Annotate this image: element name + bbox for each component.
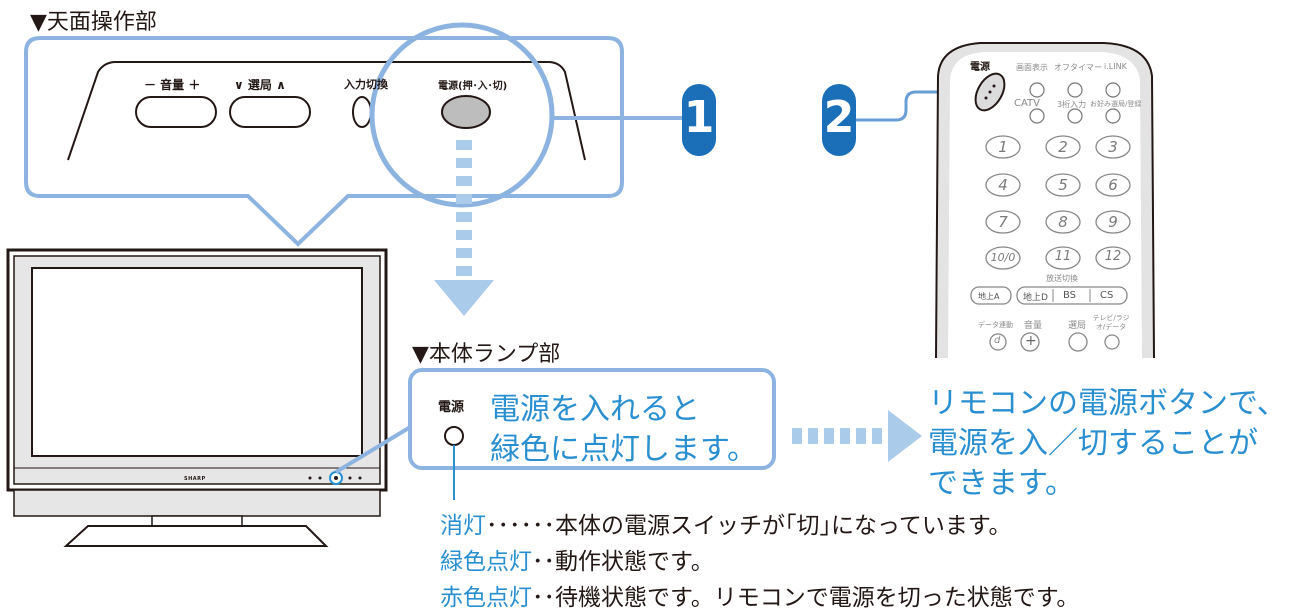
highlight-circle <box>369 22 555 208</box>
top-panel-header: ▼天面操作部 <box>30 10 157 35</box>
remote-display-label: 画面表示 <box>1016 63 1048 72</box>
volume-label: － 音量 ＋ <box>144 78 201 92</box>
remote-data-key[interactable]: d <box>994 335 1001 346</box>
status-green-desc: 動作状態です。 <box>555 549 714 575</box>
remote-control <box>935 42 1155 359</box>
remote-broadcast-label: 放送切換 <box>1046 274 1078 283</box>
remote-key-9[interactable]: 9 <box>1108 213 1118 231</box>
panel-power-button <box>441 95 491 129</box>
remote-key-11[interactable]: 11 <box>1054 249 1072 264</box>
status-green-dots: ･･ <box>532 549 555 575</box>
volume-button <box>135 96 217 128</box>
top-panel-trapezoid <box>67 61 586 161</box>
input-button <box>352 96 372 128</box>
remote-key-4[interactable]: 4 <box>998 176 1008 194</box>
remote-key-5[interactable]: 5 <box>1058 176 1068 194</box>
remote-offtimer-label: オフタイマー <box>1054 63 1102 72</box>
right-dashed-arrow <box>792 410 922 462</box>
input-label: 入力切換 <box>344 78 388 91</box>
step-one-number: 1 <box>683 92 715 143</box>
channel-button <box>229 96 311 128</box>
status-off: 消灯･･････本体の電源スイッチが｢切｣になっています。 <box>440 506 1012 540</box>
remote-data-label: データ連動 <box>978 321 1013 329</box>
remote-volume-label: 音量 <box>1024 321 1043 331</box>
status-red: 赤色点灯･･待機状態です。リモコンで電源を切った状態です。 <box>440 578 1079 612</box>
remote-key-2[interactable]: 2 <box>1058 138 1068 156</box>
tv-brand-logo: SHARP <box>184 476 206 482</box>
remote-band-bs[interactable]: BS <box>1063 290 1077 301</box>
remote-key-10[interactable]: 10/0 <box>990 251 1016 264</box>
lamp-callout-box <box>408 368 776 470</box>
remote-note-line1: リモコンの電源ボタンで、 <box>928 386 1287 421</box>
lamp-circle <box>444 426 464 446</box>
remote-band-terrestrial-d[interactable]: 地上D <box>1023 293 1048 303</box>
remote-ilink-label: i.LINK <box>1104 62 1127 71</box>
step-two-number: 2 <box>823 92 855 143</box>
remote-note-line3: できます。 <box>928 466 1075 501</box>
remote-note-line2: 電源を入／切することが <box>928 426 1258 461</box>
remote-favorite-label: お好み選局/登録 <box>1090 100 1142 108</box>
status-red-dots: ･･ <box>532 585 555 611</box>
lamp-section-header: ▼本体ランプ部 <box>412 342 561 367</box>
tv-set <box>6 248 388 547</box>
remote-key-1[interactable]: 1 <box>998 138 1008 156</box>
status-off-desc: 本体の電源スイッチが｢切｣になっています。 <box>555 513 1012 539</box>
remote-volume-plus-key[interactable]: + <box>1025 333 1037 349</box>
remote-three-digit-label: 3桁入力 <box>1057 100 1087 109</box>
step-one-badge <box>682 84 716 156</box>
lamp-callout-line2: 緑色に点灯します。 <box>490 432 757 467</box>
status-off-key: 消灯 <box>440 513 486 539</box>
status-red-desc: 待機状態です。リモコンで電源を切った状態です。 <box>555 585 1080 611</box>
remote-key-3[interactable]: 3 <box>1108 138 1118 156</box>
top-panel-callout <box>24 36 624 247</box>
status-green: 緑色点灯･･動作状態です。 <box>440 542 714 576</box>
status-green-key: 緑色点灯 <box>440 549 532 575</box>
lamp-callout-line1: 電源を入れると <box>490 392 700 427</box>
remote-band-terrestrial-a[interactable]: 地上A <box>978 292 1000 301</box>
remote-power-label: 電源 <box>970 62 990 73</box>
down-dashed-arrow <box>434 140 494 316</box>
remote-key-7[interactable]: 7 <box>998 213 1008 231</box>
remote-key-6[interactable]: 6 <box>1108 176 1118 194</box>
status-off-dots: ･･････ <box>486 513 555 539</box>
remote-tv-radio-label: テレビ/ラジオ/データ <box>1092 314 1130 331</box>
step-two-badge <box>822 84 856 156</box>
remote-key-12[interactable]: 12 <box>1104 249 1122 264</box>
power-label: 電源(押･入･切) <box>438 81 508 92</box>
remote-channel-label: 選局 <box>1068 321 1087 331</box>
remote-catv-label: CATV <box>1014 98 1040 109</box>
remote-band-cs[interactable]: CS <box>1100 290 1114 301</box>
lamp-label: 電源 <box>438 400 465 415</box>
remote-key-8[interactable]: 8 <box>1058 213 1068 231</box>
channel-label: ∨ 選局 ∧ <box>234 78 286 92</box>
status-red-key: 赤色点灯 <box>440 585 532 611</box>
